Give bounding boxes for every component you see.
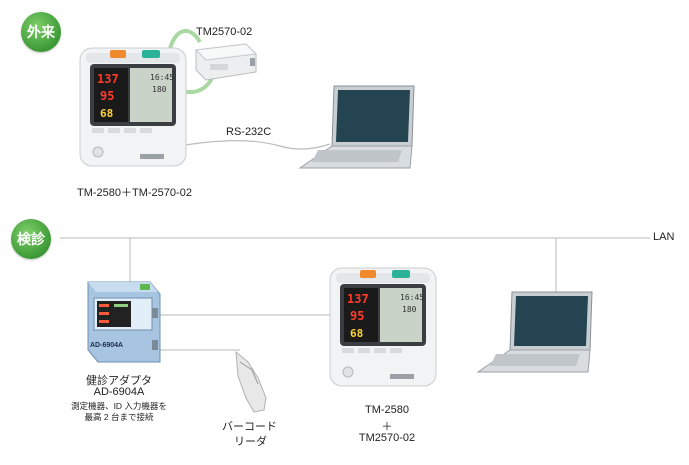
outpatient-badge: 外来 xyxy=(21,12,61,52)
bottom-monitor-label2: ＋ xyxy=(381,421,393,433)
exam-badge: 検診 xyxy=(11,219,51,259)
bottom-monitor-label1: TM-2580 xyxy=(364,404,410,416)
lcd-time: 16:45 xyxy=(150,73,174,82)
top-monitor-label: TM-2580＋TM-2570-02 xyxy=(77,187,192,199)
lcd-diastolic: 95 xyxy=(100,89,114,103)
rs232c-cable xyxy=(184,140,331,150)
health-adapter-note2: 最高 2 台まで接続 xyxy=(84,412,154,422)
adapter-body-text: AD-6904A xyxy=(90,342,124,349)
start-button-orange xyxy=(110,50,126,58)
lcd-pulse: 68 xyxy=(350,327,363,340)
barcode-label-line1: バーコード xyxy=(222,421,277,433)
lcd-systolic: 137 xyxy=(97,72,119,86)
lcd-diastolic: 95 xyxy=(350,309,364,323)
health-adapter-title: 健診アダプタ xyxy=(86,375,152,387)
health-adapter-model: AD-6904A xyxy=(93,386,145,398)
lcd-sub: 180 xyxy=(402,305,417,314)
lcd-sub: 180 xyxy=(152,85,167,94)
stop-button-green xyxy=(392,270,410,278)
bottom-monitor-label3: TM2570-02 xyxy=(358,432,416,444)
start-button-orange xyxy=(360,270,376,278)
lcd-pulse: 68 xyxy=(100,107,113,120)
lan-label: LAN xyxy=(653,231,675,243)
rs232c-label: RS-232C xyxy=(226,126,272,138)
health-adapter-note1: 測定機器、ID 入力機器を xyxy=(71,401,167,411)
stop-button-green xyxy=(142,50,160,58)
lcd-time: 16:45 xyxy=(400,293,424,302)
tm2570-label: TM2570-02 xyxy=(196,26,253,38)
barcode-label-line2: リーダ xyxy=(234,436,267,448)
lcd-systolic: 137 xyxy=(347,292,369,306)
